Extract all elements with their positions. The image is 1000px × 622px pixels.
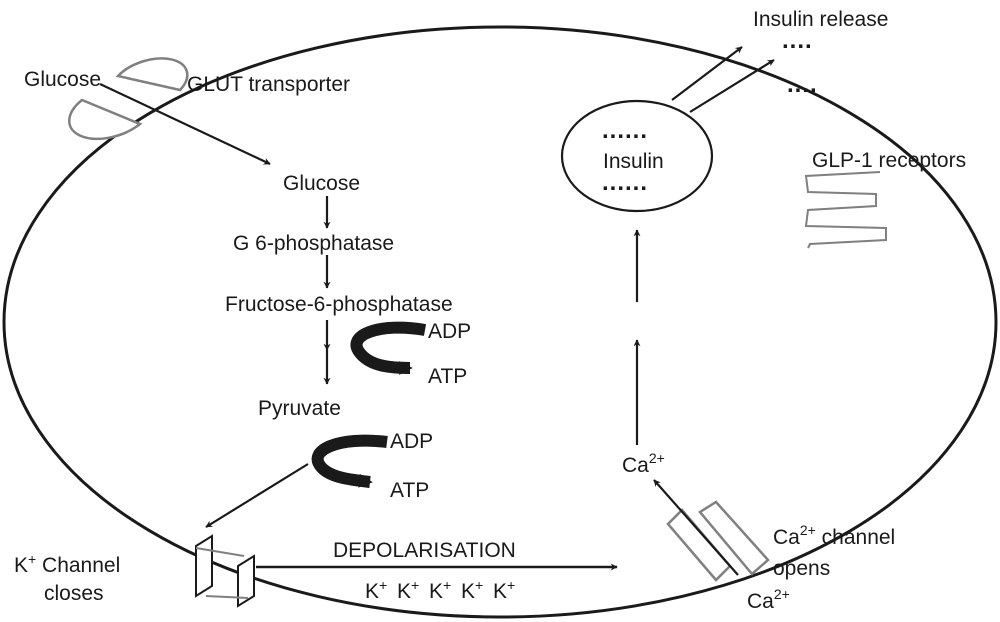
k-ions-row: K+ K+ K+ K+ K+ [365,577,515,603]
atp-label-1: ATP [428,365,467,388]
adp-label-1: ADP [428,320,471,343]
glucose-inside-label: Glucose [283,172,360,195]
k-channel-label-line2: closes [44,582,104,605]
atp-label-2: ATP [390,479,429,502]
glucose-transport-arrow [99,83,271,165]
glucose-outside-label: Glucose [24,68,101,91]
k-ion: K+ [429,577,451,603]
released-insulin-dots-2: .... [787,71,818,98]
insulin-label: Insulin [603,150,664,173]
k-ion: K+ [461,577,483,603]
ca-channel-label-line2: opens [773,557,830,580]
k-ion: K+ [493,577,515,603]
insulin-granule-dots-bottom: ...... [602,169,648,196]
k-ion: K+ [397,577,419,603]
glut-transporter-shape [68,57,189,141]
g6-phosphatase-label: G 6-phosphatase [233,232,394,255]
insulin-release-label: Insulin release [753,8,888,31]
cell-membrane [2,25,998,619]
adp-atp-curved-arrow-1 [350,321,427,375]
k-channel-label-line1: K+ Channel [14,551,120,577]
glp1-receptor-shape [804,171,887,249]
depolarisation-label: DEPOLARISATION [333,539,516,562]
ca-influx-arrow [653,479,739,576]
ca-inside-label: Ca2+ [622,450,665,477]
glp1-receptors-label: GLP-1 receptors [812,149,966,172]
insulin-release-arrow-2 [689,59,775,113]
k-channel-shape [195,534,255,608]
adp-label-2: ADP [390,430,433,453]
insulin-granule [560,99,714,213]
adp-atp-curved-arrow-2 [311,434,388,488]
ca-outside-label: Ca2+ [747,586,790,613]
k-ion: K+ [365,577,387,603]
fructose6-phosphatase-label: Fructose-6-phosphatase [225,293,453,316]
insulin-granule-dots-top: ...... [602,117,648,144]
glut-transporter-label: GLUT transporter [187,73,350,96]
arrow-to-k-channel [205,463,309,528]
ca-channel-label-line1: Ca2+ channel [773,522,895,549]
insulin-release-arrow-1 [671,46,743,101]
pyruvate-label: Pyruvate [258,397,341,420]
released-insulin-dots-1: .... [782,27,813,54]
